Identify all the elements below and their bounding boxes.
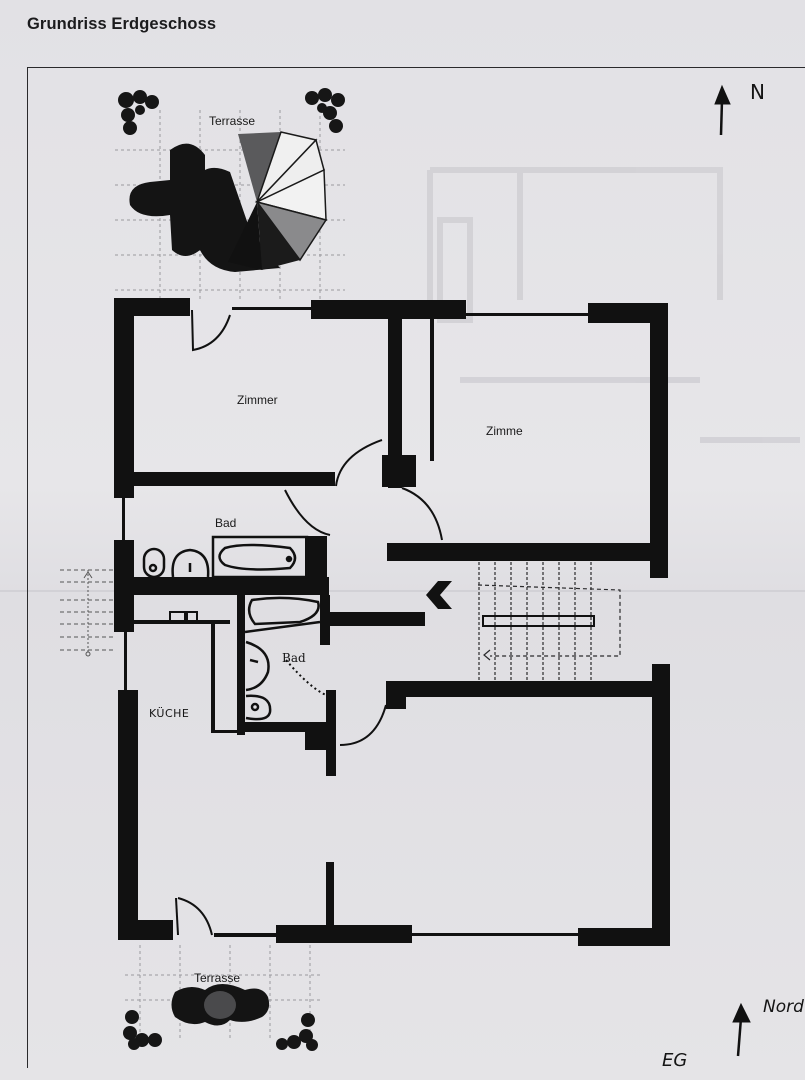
north-arrow-icon [714, 84, 731, 136]
plant-icon [118, 90, 159, 135]
room-label-zimmer: Zimmer [237, 393, 278, 407]
room-label-bad: Bad [215, 516, 237, 530]
bathroom-fixtures-2 [244, 596, 321, 721]
walls [114, 298, 670, 946]
north-label-bottom: Nord [763, 997, 804, 1017]
plant-icon [305, 88, 345, 133]
kitchen-sink-icon [169, 611, 198, 623]
exterior-steps-icon [60, 569, 114, 657]
door-swings [175, 309, 443, 936]
terrace-furniture-umbrella [129, 131, 328, 272]
plant-icon [276, 1013, 318, 1051]
room-label-zimme: Zimme [486, 424, 523, 438]
plant-icon [123, 1010, 162, 1050]
floor-code-label: EG [662, 1050, 688, 1071]
drawing-frame [27, 67, 805, 1068]
bathroom-fixtures-1 [142, 535, 309, 579]
room-label-bad-handwritten: Bad [282, 651, 306, 665]
entrance-arrow-icon [426, 581, 452, 609]
terrace-table-icon [171, 984, 270, 1026]
terrace-north-label: Terrasse [209, 114, 256, 128]
room-label-kueche: KÜCHE [149, 707, 190, 720]
ghost-lines [427, 167, 800, 443]
paper-fold-line [0, 590, 805, 592]
north-label-top: N [750, 80, 765, 104]
north-arrow-icon [732, 1002, 751, 1057]
terrace-south-label: Terrasse [194, 971, 241, 985]
staircase-icon [477, 562, 621, 680]
page-title: Grundriss Erdgeschoss [27, 15, 217, 33]
